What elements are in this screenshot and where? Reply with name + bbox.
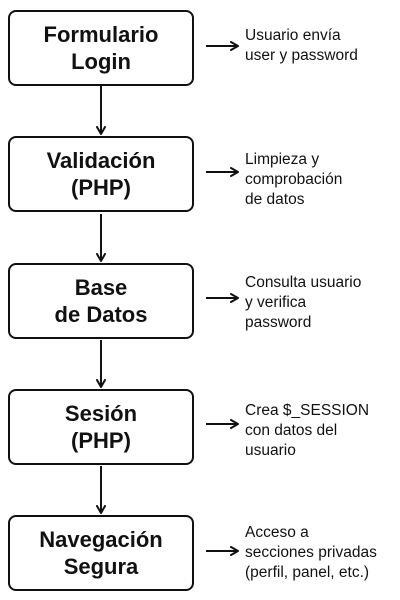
step-title-line: Navegación bbox=[39, 527, 163, 552]
note-line: Usuario envía bbox=[245, 27, 341, 44]
step-title-line: Login bbox=[71, 49, 131, 74]
note-line: secciones privadas bbox=[245, 544, 377, 561]
step-note-1: Usuario envía user y password bbox=[245, 26, 395, 66]
step-title-line: Base bbox=[74, 275, 128, 300]
step-title-line: Formulario bbox=[43, 22, 159, 47]
step-title-line: (PHP) bbox=[71, 428, 131, 453]
step-box-base-de-datos: Base de Datos bbox=[8, 263, 194, 339]
note-line: Limpieza y bbox=[245, 151, 320, 168]
note-line: (perfil, panel, etc.) bbox=[245, 564, 370, 581]
step-note-5: Acceso a secciones privadas (perfil, pan… bbox=[245, 523, 395, 583]
note-line: password bbox=[245, 314, 312, 331]
note-line: usuario bbox=[245, 442, 296, 459]
step-title-line: Validación bbox=[46, 148, 156, 173]
note-line: Crea $_SESSION bbox=[245, 402, 370, 419]
note-line: de datos bbox=[245, 191, 305, 208]
step-box-formulario-login: Formulario Login bbox=[8, 10, 194, 86]
step-note-2: Limpieza y comprobación de datos bbox=[245, 150, 395, 210]
step-box-validacion: Validación (PHP) bbox=[8, 136, 194, 212]
note-line: user y password bbox=[245, 47, 358, 64]
step-box-navegacion-segura: Navegación Segura bbox=[8, 515, 194, 591]
step-box-sesion: Sesión (PHP) bbox=[8, 389, 194, 465]
step-title-line: Segura bbox=[63, 554, 139, 579]
note-line: Acceso a bbox=[245, 524, 309, 541]
note-line: con datos del bbox=[245, 422, 338, 439]
step-title-line: Sesión bbox=[64, 401, 138, 426]
step-note-3: Consulta usuario y verifica password bbox=[245, 273, 395, 333]
step-title-line: (PHP) bbox=[71, 175, 131, 200]
note-line: comprobación bbox=[245, 171, 343, 188]
step-title-line: de Datos bbox=[54, 302, 148, 327]
step-note-4: Crea $_SESSION con datos del usuario bbox=[245, 401, 395, 461]
note-line: y verifica bbox=[245, 294, 307, 311]
note-line: Consulta usuario bbox=[245, 274, 362, 291]
